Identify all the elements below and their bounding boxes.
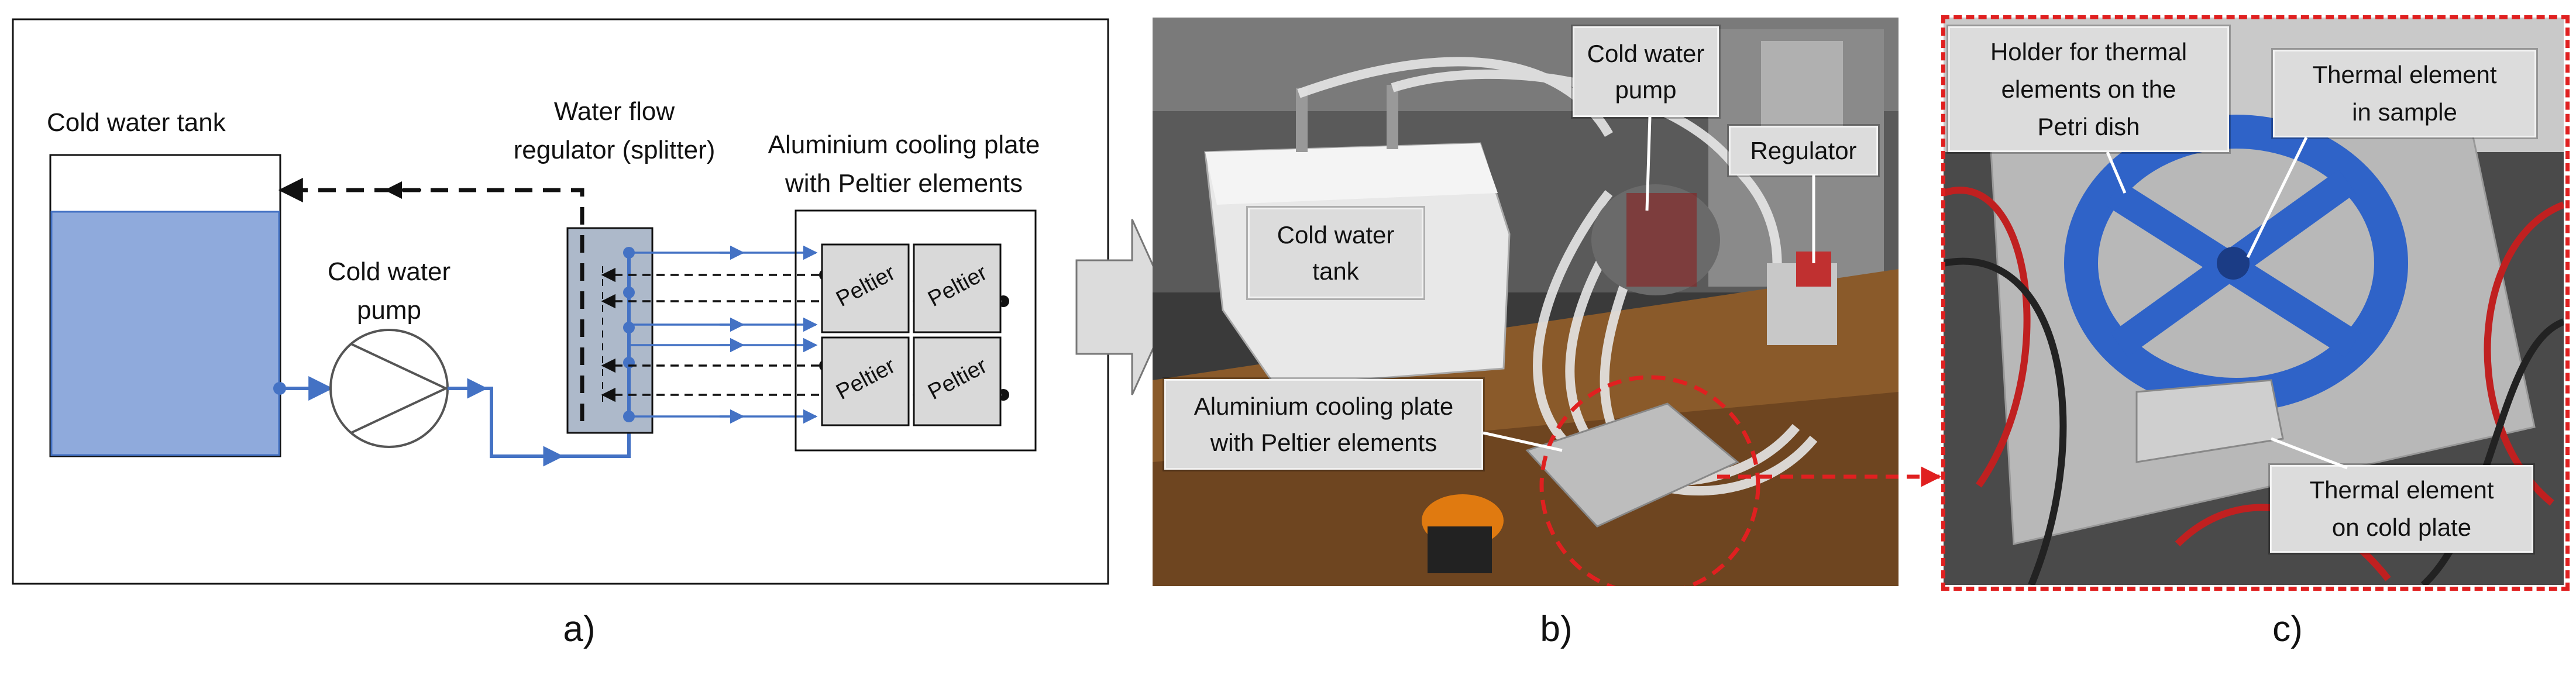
panel-c-dashed-frame bbox=[1941, 15, 2570, 591]
pump-symbol bbox=[329, 329, 449, 448]
callout-holder: Holder for thermal elements on the Petri… bbox=[1948, 26, 2229, 152]
aluminium-plate bbox=[1525, 402, 1739, 528]
callout-tank: Cold water tank bbox=[1248, 208, 1423, 298]
caption-a: a) bbox=[563, 609, 596, 649]
return-lines bbox=[601, 267, 819, 402]
panel-b-leaders bbox=[1483, 116, 1815, 452]
callout-regulator: Regulator bbox=[1729, 126, 1878, 175]
tank-label: Cold water tank bbox=[47, 108, 226, 137]
cooling-plate-frame bbox=[795, 209, 1037, 452]
callout-pump: Cold water pump bbox=[1573, 26, 1719, 117]
callout-cold-plate: Thermal element on cold plate bbox=[2270, 465, 2533, 553]
caption-c: c) bbox=[2272, 609, 2303, 649]
plate-label: Aluminium cooling plate with Peltier ele… bbox=[768, 130, 1040, 198]
panel-c-leaders bbox=[2106, 136, 2348, 470]
highlight-circle bbox=[1539, 375, 1760, 586]
callout-plate: Aluminium cooling plate with Peltier ele… bbox=[1164, 379, 1483, 470]
callout-sample: Thermal element in sample bbox=[2273, 50, 2536, 137]
panel-a-schematic bbox=[12, 18, 1109, 585]
regulator-label: Water flow regulator (splitter) bbox=[513, 97, 716, 164]
panel-arrow bbox=[1075, 219, 1173, 395]
connector-b-to-c bbox=[1717, 466, 1942, 487]
pump-triangle bbox=[350, 343, 449, 434]
pump-label: Cold water pump bbox=[327, 257, 451, 325]
caption-b: b) bbox=[1540, 609, 1573, 649]
peltier-elements bbox=[821, 243, 1002, 426]
tank-water bbox=[50, 211, 280, 456]
return-line-dashed bbox=[278, 178, 584, 421]
